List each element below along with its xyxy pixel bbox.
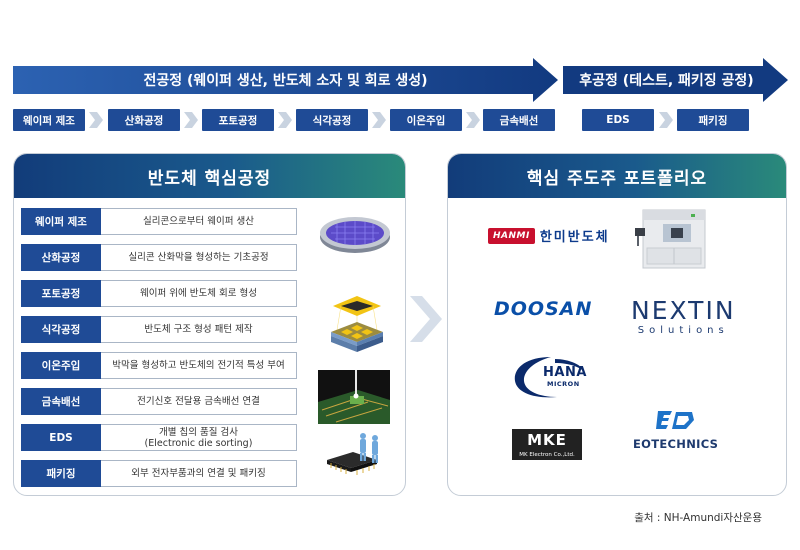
process-label: 식각공정: [21, 316, 101, 343]
step-metal: 금속배선: [483, 109, 555, 131]
mke-sub: MK Electron Co.,Ltd.: [512, 451, 582, 460]
process-desc: 개별 칩의 품질 검사 (Electronic die sorting): [101, 424, 297, 451]
process-label: 패키징: [21, 460, 101, 487]
packaging-illustration: [327, 433, 378, 475]
process-row: 웨이퍼 제조 실리콘으로부터 웨이퍼 생산: [21, 208, 297, 235]
eo-mark-icon: [655, 411, 694, 429]
mke-logo: MKE MK Electron Co.,Ltd.: [512, 429, 582, 460]
process-label: 금속배선: [21, 388, 101, 415]
hanmi-logo: HANMI 한미반도체: [488, 226, 610, 245]
back-process-arrow: 후공정 (테스트, 패키징 공정): [563, 58, 788, 102]
process-row: 식각공정 반도체 구조 형성 패턴 제작: [21, 316, 297, 343]
mke-name: MKE: [512, 429, 582, 451]
process-desc: 전기신호 전달용 금속배선 연결: [101, 388, 297, 415]
chevron-right-icon: [410, 296, 442, 342]
process-row: 산화공정 실리콘 산화막을 형성하는 기초공정: [21, 244, 297, 271]
process-row: 패키징 외부 전자부품과의 연결 및 패키징: [21, 460, 297, 487]
wafer-illustration: [320, 217, 390, 253]
step-chevron-icon: [278, 112, 292, 128]
step-oxidation: 산화공정: [108, 109, 180, 131]
step-chevron-icon: [372, 112, 386, 128]
equipment-image: [635, 209, 706, 269]
process-label: 웨이퍼 제조: [21, 208, 101, 235]
eotechnics-logo: EOTECHNICS: [633, 409, 718, 451]
nextin-sub: Solutions: [637, 325, 729, 336]
step-chevron-icon: [659, 112, 673, 128]
hana-swoosh-icon: [514, 357, 585, 398]
front-process-arrow: 전공정 (웨이퍼 생산, 반도체 소자 및 회로 생성): [13, 58, 558, 102]
step-photo: 포토공정: [202, 109, 274, 131]
process-row: 포토공정 웨이퍼 위에 반도체 회로 형성: [21, 280, 297, 307]
front-process-title: 전공정 (웨이퍼 생산, 반도체 소자 및 회로 생성): [143, 73, 428, 89]
step-chevron-icon: [466, 112, 480, 128]
step-etching: 식각공정: [296, 109, 368, 131]
process-label: EDS: [21, 424, 101, 451]
photo-process-illustration: [331, 296, 383, 352]
process-row: 이온주입 박막을 형성하고 반도체의 전기적 특성 부여: [21, 352, 297, 379]
process-desc-line: (Electronic die sorting): [144, 437, 253, 449]
process-label: 포토공정: [21, 280, 101, 307]
process-desc: 외부 전자부품과의 연결 및 패키징: [101, 460, 297, 487]
nextin-name: NEXTIN: [631, 296, 736, 325]
hanmi-name: 한미반도체: [539, 230, 610, 245]
nextin-logo: NEXTIN Solutions: [631, 296, 736, 337]
process-desc: 실리콘 산화막을 형성하는 기초공정: [101, 244, 297, 271]
process-label: 이온주입: [21, 352, 101, 379]
step-eds: EDS: [582, 109, 654, 131]
process-step-row: 웨이퍼 제조 산화공정 포토공정 식각공정 이온주입 금속배선 EDS 패키징: [0, 109, 800, 131]
process-desc: 반도체 구조 형성 패턴 제작: [101, 316, 297, 343]
core-process-title: 반도체 핵심공정: [14, 154, 405, 198]
step-chevron-icon: [89, 112, 103, 128]
step-ion: 이온주입: [390, 109, 462, 131]
process-desc: 웨이퍼 위에 반도체 회로 형성: [101, 280, 297, 307]
process-desc: 실리콘으로부터 웨이퍼 생산: [101, 208, 297, 235]
process-label: 산화공정: [21, 244, 101, 271]
hanmi-badge: HANMI: [488, 227, 535, 244]
hana-name: HANA: [543, 365, 587, 380]
front-arrow-shape: [13, 58, 558, 102]
eo-name: EOTECHNICS: [633, 437, 719, 451]
step-chevron-icon: [184, 112, 198, 128]
step-wafer: 웨이퍼 제조: [13, 109, 85, 131]
back-process-title: 후공정 (테스트, 패키징 공정): [579, 73, 754, 89]
process-desc-line: 개별 칩의 품질 검사: [159, 426, 238, 438]
metal-line-illustration: [318, 370, 390, 424]
core-process-panel: 반도체 핵심공정 웨이퍼 제조 실리콘으로부터 웨이퍼 생산 산화공정 실리콘 …: [13, 153, 406, 496]
back-arrow-shape: [563, 58, 788, 102]
portfolio-title: 핵심 주도주 포트폴리오: [448, 154, 786, 198]
hana-sub: MICRON: [547, 380, 580, 388]
hana-micron-logo: HANA MICRON: [511, 353, 593, 401]
source-note: 출처 : NH-Amundi자산운용: [634, 512, 762, 524]
step-packaging: 패키징: [677, 109, 749, 131]
process-row: 금속배선 전기신호 전달용 금속배선 연결: [21, 388, 297, 415]
process-desc: 박막을 형성하고 반도체의 전기적 특성 부여: [101, 352, 297, 379]
portfolio-panel: 핵심 주도주 포트폴리오 HANMI 한미반도체 DOOSAN NEXTIN S…: [447, 153, 787, 496]
doosan-logo: DOOSAN: [494, 298, 593, 320]
process-row: EDS 개별 칩의 품질 검사 (Electronic die sorting): [21, 424, 297, 451]
